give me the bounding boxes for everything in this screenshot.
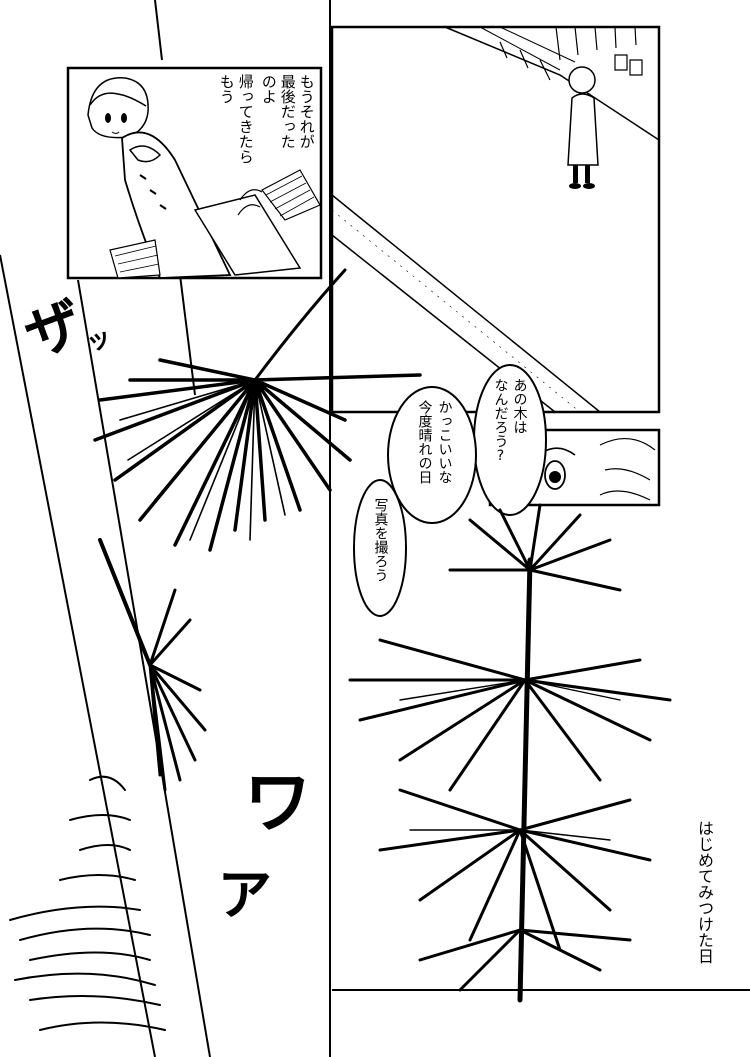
panel1-line1: もうそれが (297, 74, 316, 149)
palm-tree (348, 503, 672, 1003)
bubble2-line2: 今度晴れの日 (416, 400, 433, 484)
sfx-wa: ワ (230, 765, 314, 835)
panel-street (330, 25, 661, 414)
panel1-line4: 帰ってきたら (236, 74, 255, 164)
bubble2-line1: かっこいいな (436, 400, 453, 484)
panel1-line2: 最後だった (278, 74, 297, 149)
panel1-line3: のよ (259, 74, 278, 104)
bubble1-line2: なんだろう? (492, 378, 509, 464)
palm-frond-large (93, 268, 422, 792)
bubble3-line1: 写真を撮ろう (372, 498, 389, 582)
bubble-take-photo (353, 479, 407, 617)
bubble1-line1: あの木は (511, 378, 528, 434)
caption-first-found-day: はじめてみつけた日 (695, 820, 714, 964)
bubble-cool (387, 386, 477, 524)
speech-bubbles (353, 364, 547, 617)
panel-girl-coat (66, 66, 323, 280)
grass-tuft (9, 775, 166, 1031)
panel1-line5: もう (217, 74, 236, 104)
sfx-a: ア (207, 865, 273, 921)
